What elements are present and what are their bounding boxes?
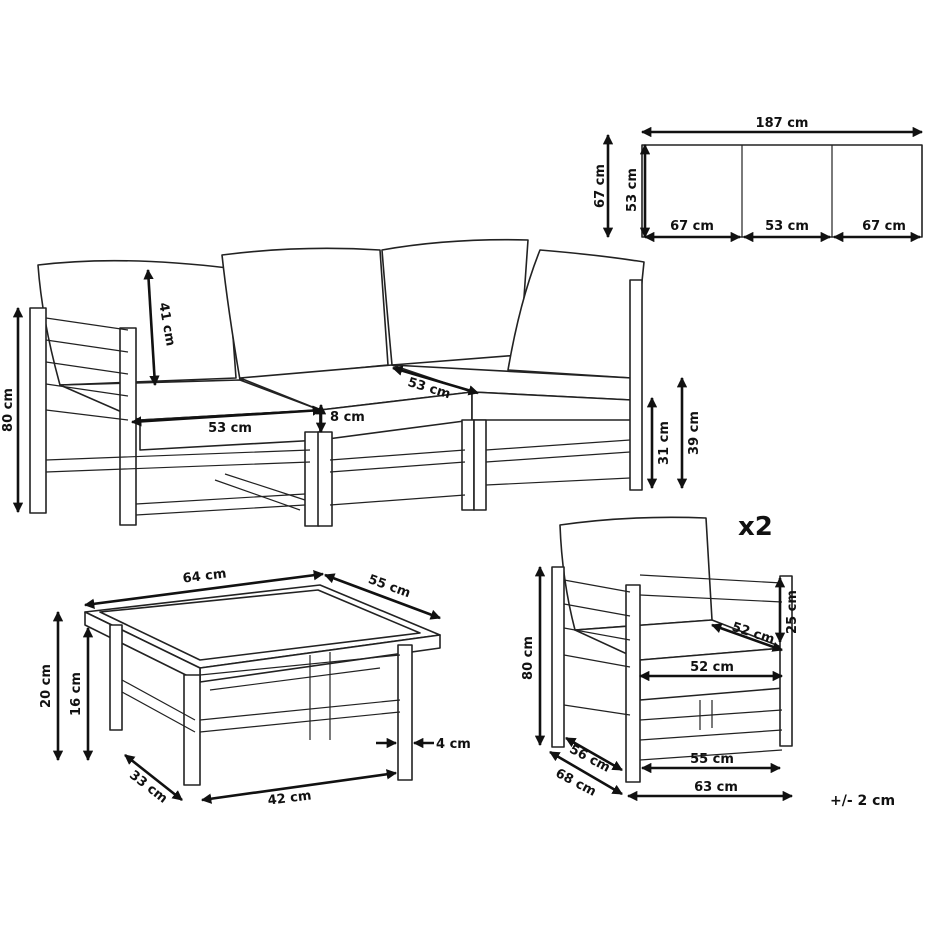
sofa-cushion-thickness-label: 8 cm	[330, 410, 365, 425]
sofa-height-label: 80 cm	[1, 388, 16, 432]
sofa-drawing: 41 cm 80 cm 53 cm 53 cm 8 cm 31 cm 39 cm	[1, 238, 702, 527]
table-drawing: 64 cm 55 cm 20 cm 16 cm 4 cm 33 cm 42 cm	[39, 566, 471, 808]
chair-quantity-label: x2	[738, 512, 773, 542]
chair-total-width-label: 63 cm	[694, 780, 738, 795]
sofa-seat-base-label: 31 cm	[657, 421, 672, 465]
top-seg-right-label: 67 cm	[862, 219, 906, 234]
tolerance-label: +/- 2 cm	[830, 793, 895, 809]
top-seg-left-label: 67 cm	[670, 219, 714, 234]
chair-height-label: 80 cm	[521, 636, 536, 680]
chair-inner-depth-label: 56 cm	[567, 742, 613, 776]
top-seg-mid-label: 53 cm	[765, 219, 809, 234]
top-width-label: 187 cm	[756, 116, 809, 131]
chair-drawing: x2 25 cm 52 cm 52 cm 80 cm 56 cm 55 cm 6…	[521, 512, 800, 802]
sofa-seat-height-label: 39 cm	[687, 411, 702, 455]
chair-back-cushion-label: 25 cm	[785, 590, 800, 634]
chair-seat-width-label: 52 cm	[690, 660, 734, 675]
table-leg-label: 4 cm	[436, 737, 471, 752]
table-inner-width-label: 42 cm	[267, 788, 312, 808]
top-view: 187 cm 67 cm 53 cm 67 cm 53 cm 67 cm	[593, 116, 924, 243]
table-inner-height-label: 16 cm	[69, 672, 84, 716]
table-width-label: 64 cm	[182, 566, 227, 586]
top-depth-inner-label: 53 cm	[625, 168, 640, 212]
chair-total-depth-label: 68 cm	[553, 766, 599, 800]
top-depth-outer-label: 67 cm	[593, 164, 608, 208]
table-height-label: 20 cm	[39, 664, 54, 708]
chair-inner-width-label: 55 cm	[690, 752, 734, 767]
sofa-seat-width-label: 53 cm	[208, 421, 252, 436]
table-depth-label: 55 cm	[366, 572, 412, 601]
